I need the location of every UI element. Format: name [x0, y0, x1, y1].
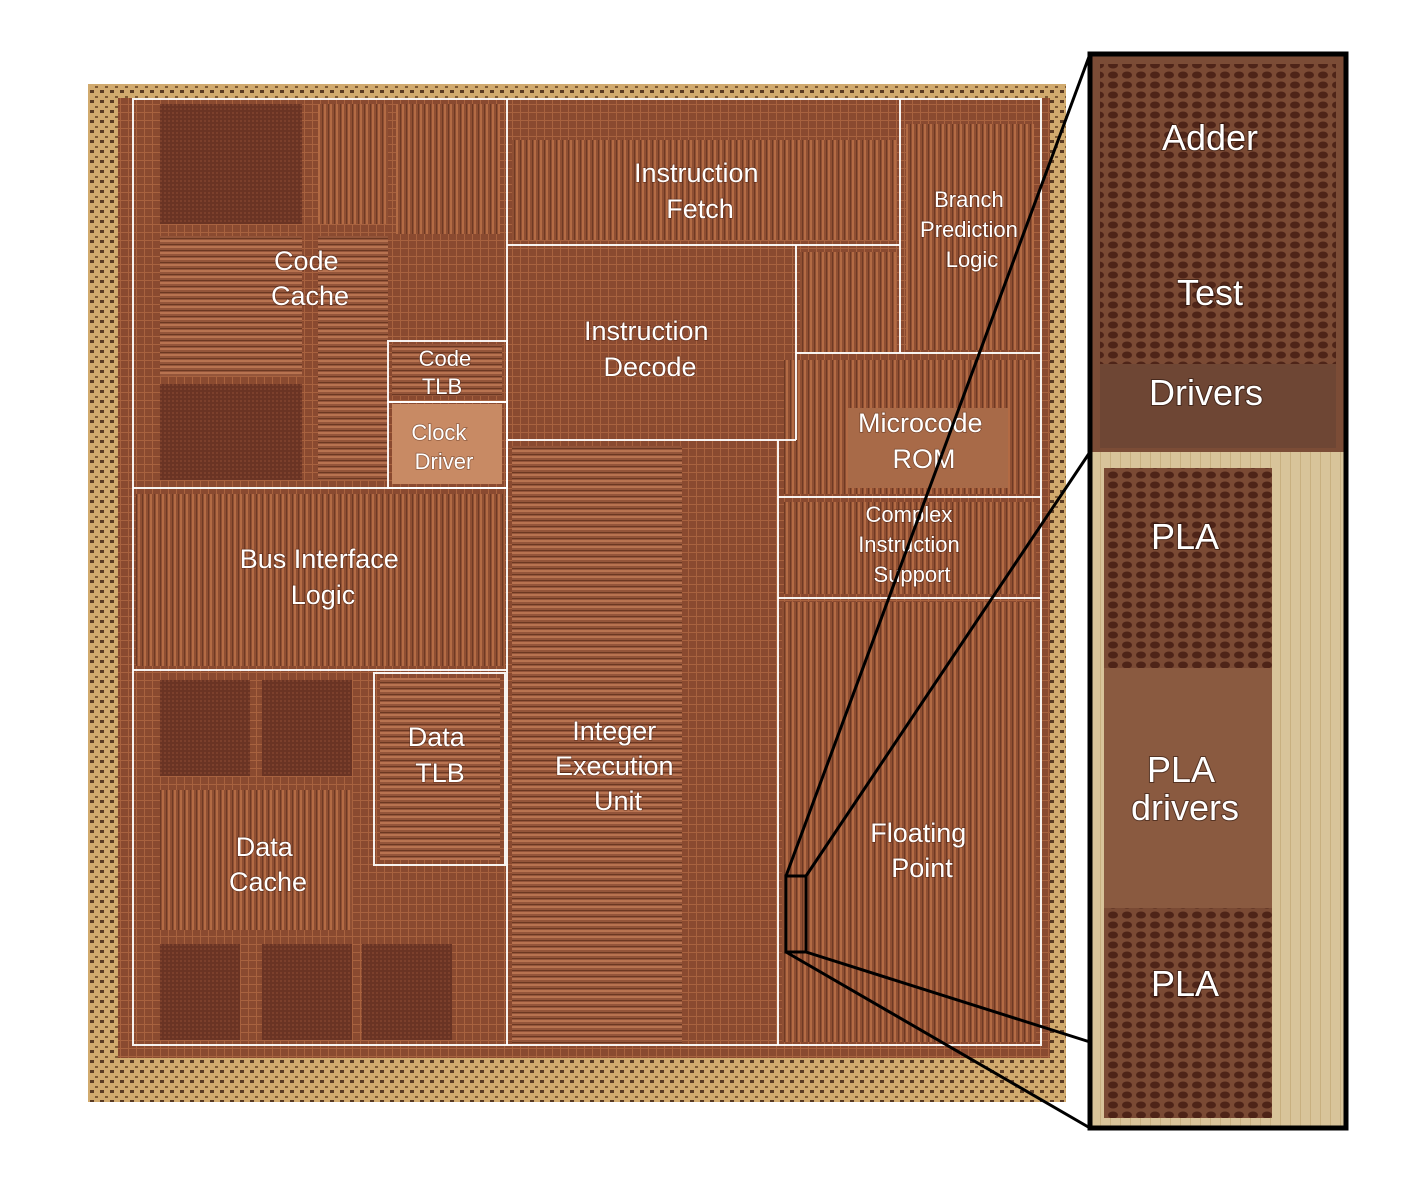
outline-clock-driver	[387, 401, 508, 489]
inset-frame	[1087, 51, 1349, 1131]
inset-adder-region	[1100, 64, 1336, 234]
inset-pla-drivers-region	[1104, 668, 1272, 908]
callout-line-top-left	[784, 53, 1092, 877]
zoom-label-pla-1: PLA	[1151, 516, 1219, 557]
array-data-tlb	[380, 678, 500, 860]
label-instruction-fetch: Instruction Fetch	[634, 158, 766, 224]
array-code-cache-5	[318, 236, 388, 480]
array-code-cache-2	[160, 236, 302, 376]
array-data-cache-2	[262, 680, 352, 776]
zoom-callout	[784, 53, 1092, 1130]
array-data-cache-6	[362, 944, 452, 1040]
zoom-label-pla-2: PLA	[1151, 963, 1219, 1004]
label-data-tlb: Data TLB	[408, 722, 473, 788]
array-clock	[392, 404, 502, 484]
array-integer-mid	[682, 446, 776, 1044]
array-branch	[906, 124, 1034, 350]
array-complex	[784, 502, 1036, 594]
zoom-label-drivers: Drivers	[1149, 372, 1263, 413]
label-floating-point: Floating Point	[870, 818, 974, 883]
array-data-cache-4	[160, 944, 240, 1040]
inset-drivers-region	[1100, 364, 1336, 448]
array-fpu	[782, 602, 1036, 1042]
label-clock-driver: Clock Driver	[411, 420, 473, 474]
array-code-tlb	[392, 344, 502, 396]
array-code-cache-6	[396, 104, 500, 234]
label-instruction-decode: Instruction Decode	[584, 316, 716, 382]
zoom-inset: Adder Test Drivers PLA PLA drivers PLA	[1087, 51, 1349, 1131]
callout-line-top-right	[804, 451, 1092, 877]
array-data-cache-1	[160, 680, 250, 776]
outline-data-tlb	[373, 672, 506, 866]
array-decode	[512, 252, 794, 438]
label-bus-interface: Bus Interface Logic	[240, 544, 407, 610]
array-data-cache-3	[160, 790, 352, 930]
array-code-cache-1	[160, 104, 302, 224]
label-code-tlb: Code TLB	[419, 346, 478, 399]
label-branch-prediction: Branch Prediction Logic	[920, 187, 1024, 272]
callout-line-bottom-left	[785, 950, 1091, 1130]
array-rom-core	[848, 408, 1008, 488]
zoom-source-box	[784, 874, 808, 954]
array-fetch	[512, 140, 896, 240]
array-decode-right	[800, 252, 896, 352]
label-integer-execution: Integer Execution Unit	[555, 716, 681, 816]
array-data-cache-5	[262, 944, 352, 1040]
inset-pla2-region	[1104, 908, 1272, 1118]
inset-pla1-region	[1104, 468, 1272, 668]
zoom-label-test: Test	[1177, 272, 1243, 313]
inset-test-region	[1100, 234, 1336, 364]
label-code-cache: Code Cache	[271, 246, 349, 311]
array-code-cache-3	[160, 384, 302, 480]
label-complex-instruction: Complex Instruction Support	[858, 502, 966, 587]
zoom-label-adder: Adder	[1162, 117, 1258, 158]
block-labels: Code Cache Instruction Fetch Branch Pred…	[228, 157, 1024, 898]
block-outlines	[132, 98, 1042, 1046]
zoom-label-pla-drivers: PLA drivers	[1131, 749, 1239, 828]
array-code-cache-4	[318, 104, 388, 224]
label-data-cache: Data Cache	[229, 832, 307, 897]
outline-die	[132, 98, 1042, 1046]
array-bus	[136, 494, 504, 666]
callout-line-bottom-right	[805, 950, 1091, 1044]
